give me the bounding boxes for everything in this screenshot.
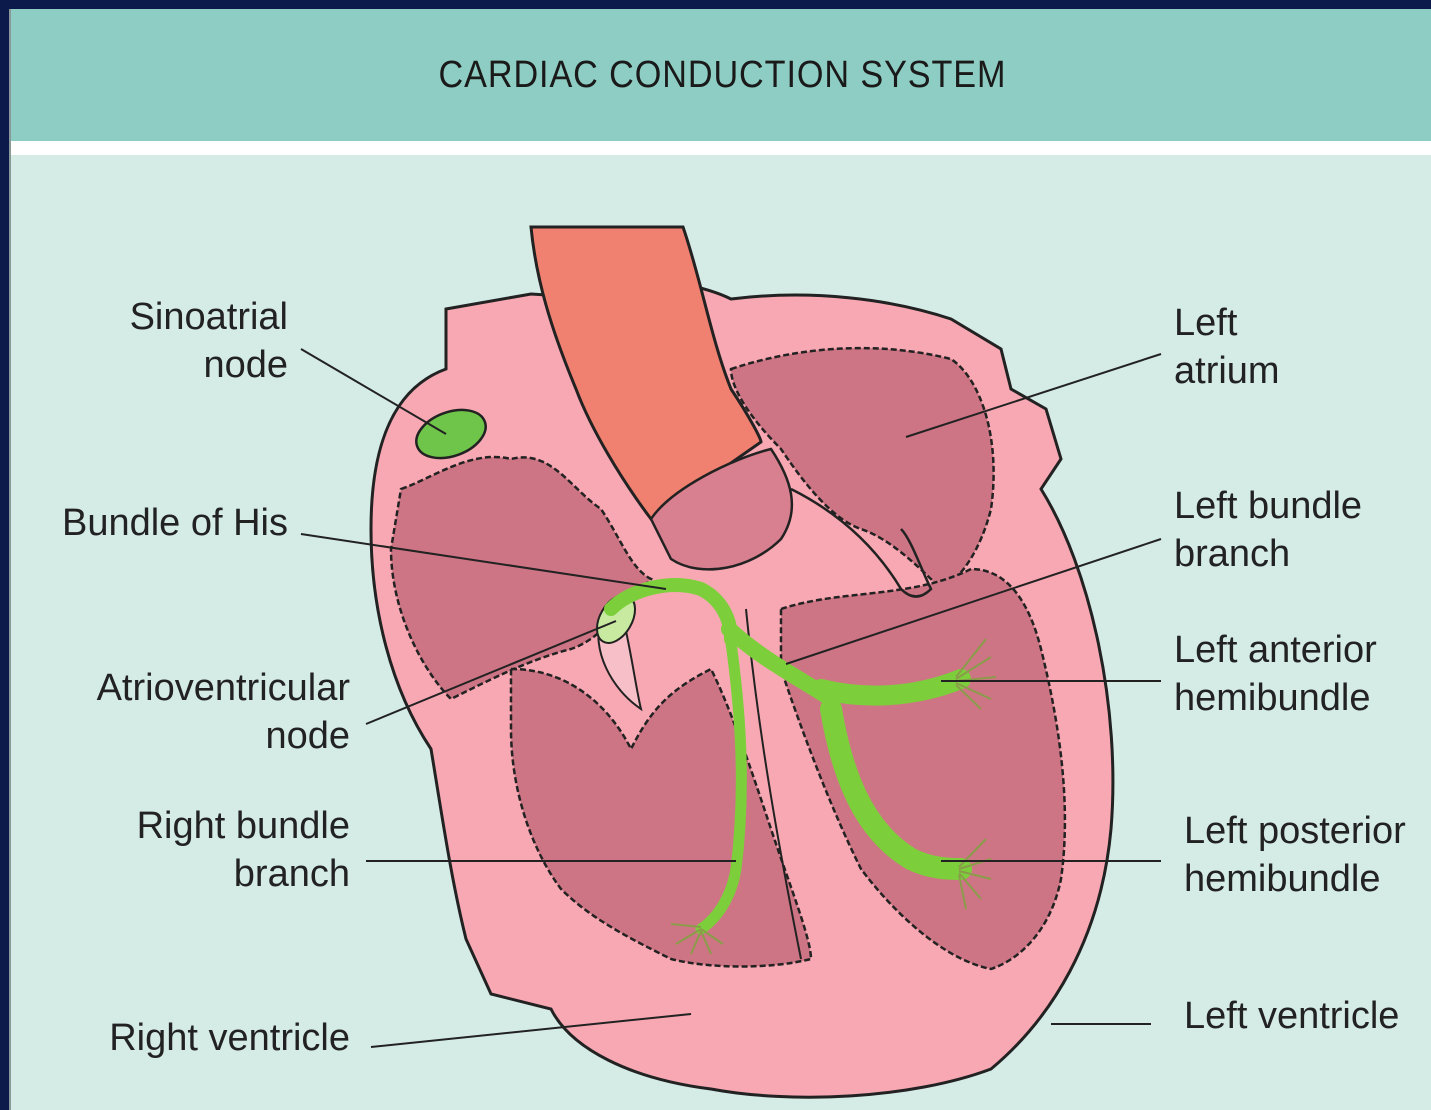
- label-line: branch: [1174, 530, 1362, 578]
- label-sinoatrial-node: Sinoatrial node: [130, 293, 288, 389]
- label-left-anterior-hemibundle: Left anterior hemibundle: [1174, 626, 1377, 722]
- label-line: Atrioventricular: [97, 664, 350, 712]
- label-line: Left bundle: [1174, 482, 1362, 530]
- label-line: Sinoatrial: [130, 293, 288, 341]
- label-line: branch: [137, 850, 350, 898]
- label-line: Left anterior: [1174, 626, 1377, 674]
- label-right-ventricle: Right ventricle: [109, 1014, 350, 1062]
- label-line: Left ventricle: [1184, 992, 1399, 1040]
- label-line: hemibundle: [1184, 855, 1406, 903]
- label-line: atrium: [1174, 347, 1280, 395]
- label-left-bundle-branch: Left bundle branch: [1174, 482, 1362, 578]
- label-line: Left: [1174, 299, 1280, 347]
- label-line: Right bundle: [137, 802, 350, 850]
- label-line: Left posterior: [1184, 807, 1406, 855]
- label-line: node: [97, 712, 350, 760]
- label-right-bundle-branch: Right bundle branch: [137, 802, 350, 898]
- label-line: Bundle of His: [62, 499, 288, 547]
- label-line: Right ventricle: [109, 1014, 350, 1062]
- label-bundle-of-his: Bundle of His: [62, 499, 288, 547]
- label-left-posterior-hemibundle: Left posterior hemibundle: [1184, 807, 1406, 903]
- label-line: node: [130, 341, 288, 389]
- label-atrioventricular-node: Atrioventricular node: [97, 664, 350, 760]
- label-line: hemibundle: [1174, 674, 1377, 722]
- label-left-atrium: Left atrium: [1174, 299, 1280, 395]
- diagram-frame: CARDIAC CONDUCTION SYSTEM: [9, 9, 1431, 1110]
- label-left-ventricle: Left ventricle: [1184, 992, 1399, 1040]
